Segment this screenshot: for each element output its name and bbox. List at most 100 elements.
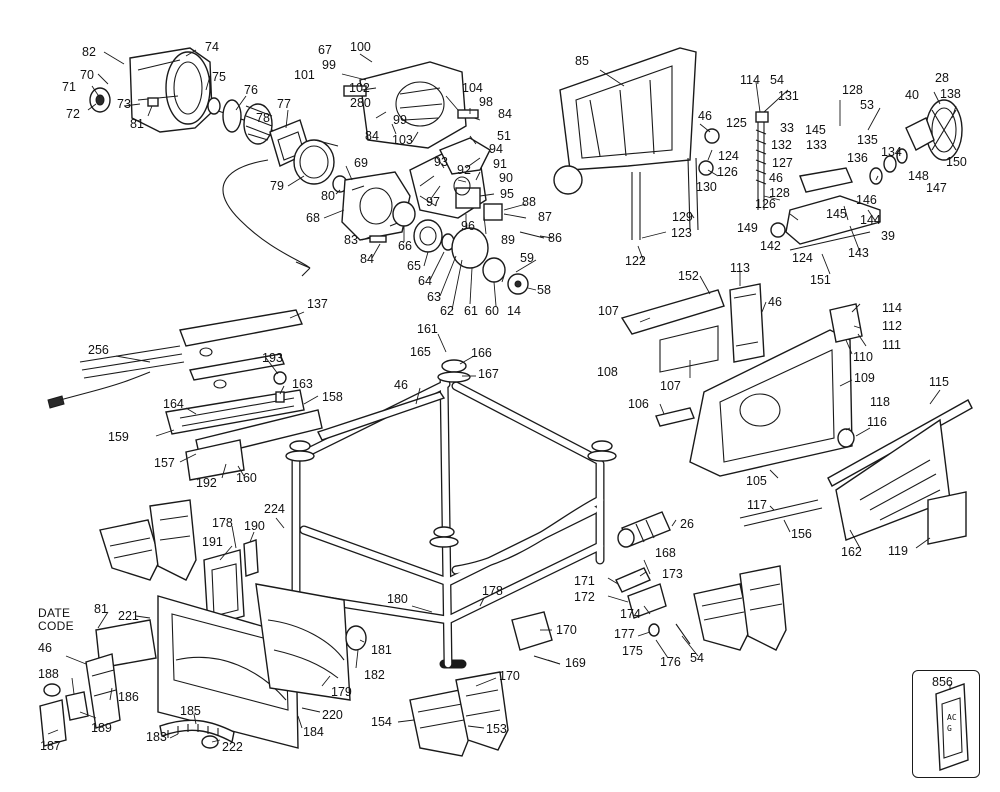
callout-label: 46: [698, 109, 712, 123]
callout-label: 149: [737, 221, 758, 235]
callout-label: 181: [371, 643, 392, 657]
callout-label: 151: [810, 273, 831, 287]
callout-label: 179: [331, 685, 352, 699]
callout-label: 111: [882, 338, 902, 352]
callout-label: 170: [556, 623, 577, 637]
callout-label: 46: [394, 378, 408, 392]
callout-label: 186: [118, 690, 139, 704]
callout-label: 77: [277, 97, 291, 111]
callout-label: 99: [393, 113, 407, 127]
callout-label: 193: [262, 351, 283, 365]
callout-label: 180: [387, 592, 408, 606]
callout-label: 126: [717, 165, 738, 179]
callout-label: 174: [620, 607, 641, 621]
callout-label: 128: [769, 186, 790, 200]
callout-label: 54: [770, 73, 784, 87]
badge-number: 856: [932, 675, 953, 689]
callout-label: 122: [625, 254, 646, 268]
callout-label: 192: [196, 476, 217, 490]
callout-label: 145: [805, 123, 826, 137]
callout-label: 220: [322, 708, 343, 722]
callout-label: 132: [771, 138, 792, 152]
callout-label: 162: [841, 545, 862, 559]
date-code-line-1: DATE: [38, 606, 71, 620]
callout-label: 188: [38, 667, 59, 681]
callout-label: 100: [350, 40, 371, 54]
callout-label: 116: [867, 415, 887, 429]
callout-label: 67: [318, 43, 332, 57]
callout-label: 89: [501, 233, 515, 247]
callout-label: 222: [222, 740, 243, 754]
callout-label: 136: [847, 151, 868, 165]
callout-label: 85: [575, 54, 589, 68]
callout-label: 33: [780, 121, 794, 135]
callout-label: 124: [792, 251, 813, 265]
callout-label: 71: [62, 80, 76, 94]
callout-label: 130: [696, 180, 717, 194]
callout-label: 98: [479, 95, 493, 109]
callout-label: 183: [146, 730, 167, 744]
callout-label: 66: [398, 239, 412, 253]
callout-label: 256: [88, 343, 109, 357]
callout-label: 39: [881, 229, 895, 243]
callout-label: 68: [306, 211, 320, 225]
callout-label: 107: [598, 304, 619, 318]
callout-label: 99: [322, 58, 336, 72]
callout-label: 167: [478, 367, 499, 381]
callout-label: 87: [538, 210, 552, 224]
callout-label: 79: [270, 179, 284, 193]
callout-label: 280: [350, 96, 371, 110]
callout-label: 185: [180, 704, 201, 718]
callout-label: 171: [574, 574, 595, 588]
callout-label: 46: [768, 295, 782, 309]
callout-label: 128: [842, 83, 863, 97]
date-code-line-2: CODE: [38, 619, 74, 633]
callout-label: 93: [434, 155, 448, 169]
callout-label: 62: [440, 304, 454, 318]
callout-label: 81: [130, 117, 144, 131]
callout-label: 168: [655, 546, 676, 560]
callout-label: 97: [426, 195, 440, 209]
callout-label: 112: [882, 319, 902, 333]
lower-left-parts: [39, 499, 367, 749]
callout-label: 75: [212, 70, 226, 84]
callout-label: 95: [500, 187, 514, 201]
callout-label: 164: [163, 397, 184, 411]
callout-label: 190: [244, 519, 265, 533]
callout-label: 189: [91, 721, 112, 735]
callout-label: 96: [461, 219, 475, 233]
callout-label: 65: [407, 259, 421, 273]
callout-label: 53: [860, 98, 874, 112]
callout-label: 152: [678, 269, 699, 283]
callout-label: 150: [946, 155, 967, 169]
callout-label: 115: [929, 375, 949, 389]
badge-856: [935, 683, 969, 771]
callout-label: 114: [740, 73, 760, 87]
callout-label: 84: [498, 107, 512, 121]
callout-label: 102: [349, 81, 370, 95]
callout-label: 187: [40, 739, 61, 753]
callout-label: 147: [926, 181, 947, 195]
callout-label: 146: [856, 193, 877, 207]
callout-label: 161: [417, 322, 438, 336]
callout-label: 60: [485, 304, 499, 318]
callout-label: 81: [94, 602, 108, 616]
callout-label: 84: [360, 252, 374, 266]
callout-label: 191: [202, 535, 223, 549]
callout-label: 63: [427, 290, 441, 304]
callout-label: 46: [38, 641, 52, 655]
callout-label: 165: [410, 345, 431, 359]
callout-label: 157: [154, 456, 175, 470]
badge-inner-text: ACG: [947, 713, 957, 733]
callout-label: 123: [671, 226, 692, 240]
callout-label: 184: [303, 725, 324, 739]
callout-label: 70: [80, 68, 94, 82]
callout-label: 178: [482, 584, 503, 598]
callout-label: 129: [672, 210, 693, 224]
callout-label: 92: [457, 163, 471, 177]
callout-label: 127: [772, 156, 793, 170]
callout-label: 54: [690, 651, 704, 665]
callout-label: 125: [726, 116, 747, 130]
callout-label: 80: [321, 189, 335, 203]
callout-label: 90: [499, 171, 513, 185]
